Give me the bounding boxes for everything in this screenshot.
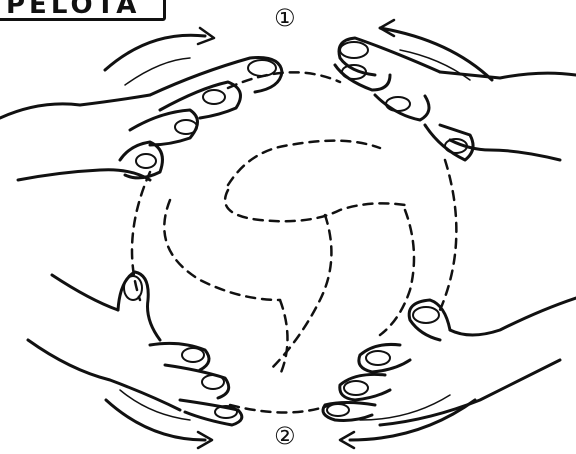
step-2-label: ② — [274, 422, 296, 450]
hand-top-left — [0, 58, 282, 180]
hand-bottom-left — [28, 272, 242, 425]
hand-bottom-right — [323, 298, 576, 425]
diagram-title: PELOTA — [6, 0, 140, 20]
step-1-label: ① — [274, 4, 296, 32]
hand-top-right — [335, 38, 576, 160]
